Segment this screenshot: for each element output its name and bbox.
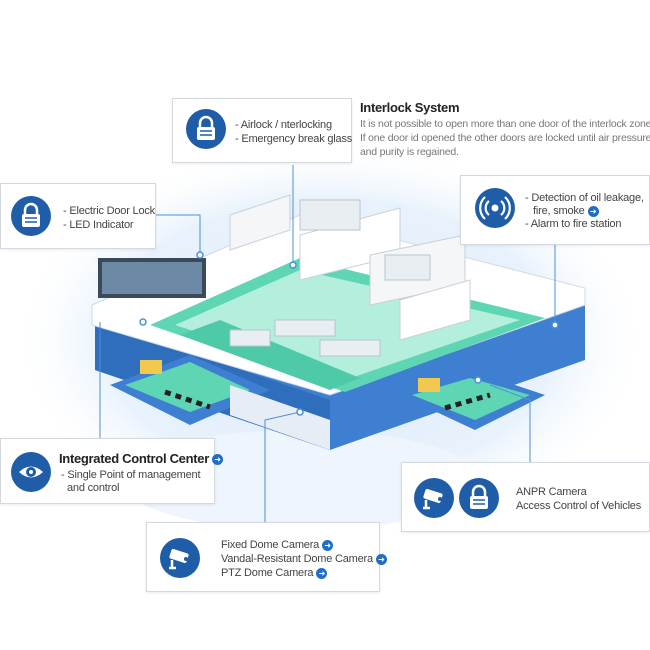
control-center-item-1: - Single Point of management: [61, 469, 201, 481]
camera-item-ptz: PTZ Dome Camera➜: [221, 566, 328, 580]
electric-door-item-1: - Electric Door Lock: [63, 205, 155, 217]
cameras-callout: Fixed Dome Camera➜ Vandal-Resistant Dome…: [146, 522, 387, 592]
anpr-item-1: ANPR Camera: [516, 486, 587, 498]
interlock-item-2: - Emergency break glass: [235, 133, 353, 145]
detection-item-2: fire, smoke➜: [533, 204, 599, 218]
camera-item-vandal: Vandal-Resistant Dome Camera➜: [221, 552, 387, 566]
camera-icon: [414, 478, 454, 518]
arrow-right-icon[interactable]: ➜: [211, 454, 223, 466]
lock-icon: [186, 109, 226, 149]
electric-door-callout: - Electric Door Lock - LED Indicator: [0, 183, 156, 249]
control-center-title-row: Integrated Control Center➜: [59, 451, 223, 466]
detection-item-3: - Alarm to fire station: [525, 218, 622, 230]
control-center-item-2: and control: [67, 482, 120, 494]
interlock-callout: - Airlock / nterlocking - Emergency brea…: [172, 98, 352, 163]
interlock-desc-3: and purity is regained.: [360, 146, 459, 158]
interlock-desc-1: It is not possible to open more than one…: [360, 118, 650, 130]
detection-callout: - Detection of oil leakage, fire, smoke➜…: [460, 175, 650, 245]
anpr-item-2: Access Control of Vehicles: [516, 500, 642, 512]
arrow-right-icon[interactable]: ➜: [316, 567, 328, 579]
arrow-right-icon[interactable]: ➜: [322, 539, 334, 551]
interlock-desc-2: If one door id opened the other doors ar…: [360, 132, 650, 144]
sensor-icon: [475, 188, 515, 228]
camera-item-fixed: Fixed Dome Camera➜: [221, 538, 334, 552]
arrow-right-icon[interactable]: ➜: [375, 553, 387, 565]
eye-icon: [11, 452, 51, 492]
detection-item-1: - Detection of oil leakage,: [525, 192, 644, 204]
lock-icon: [459, 478, 499, 518]
arrow-right-icon[interactable]: ➜: [587, 205, 599, 217]
camera-icon: [160, 538, 200, 578]
interlock-title: Interlock System: [360, 100, 460, 115]
lock-icon: [11, 196, 51, 236]
anpr-callout: ANPR Camera Access Control of Vehicles: [401, 462, 650, 532]
control-center-callout: Integrated Control Center➜ - Single Poin…: [0, 438, 223, 504]
electric-door-item-2: - LED Indicator: [63, 219, 134, 231]
interlock-item-1: - Airlock / nterlocking: [235, 119, 332, 131]
